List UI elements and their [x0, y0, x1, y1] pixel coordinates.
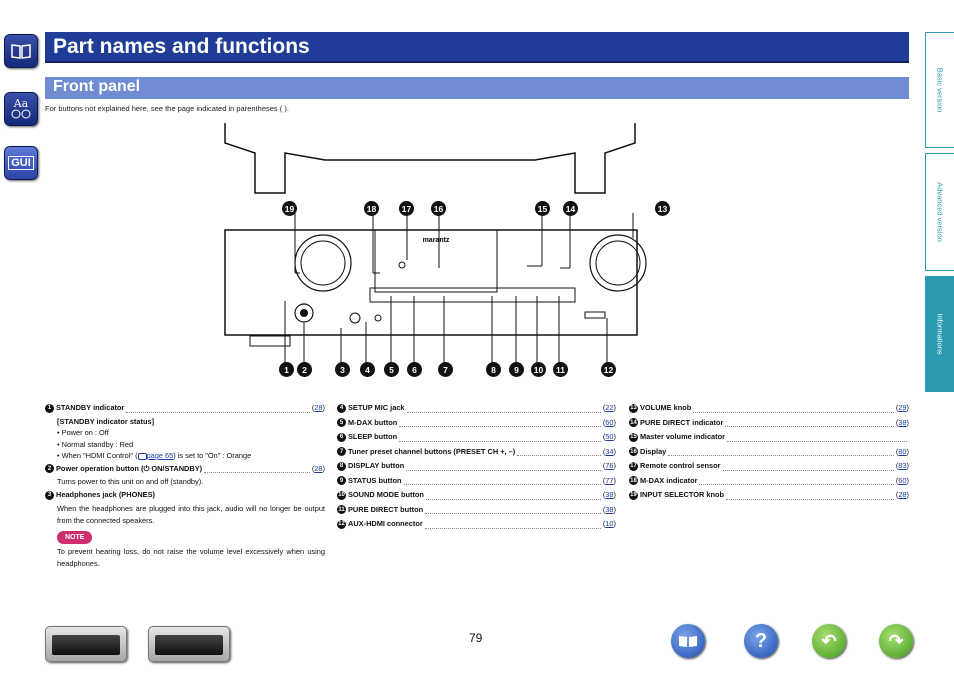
- callout-7: 7: [438, 362, 453, 377]
- list-item: 1 STANDBY indicator (28): [45, 401, 325, 416]
- section-title-bar: Front panel: [45, 77, 909, 99]
- page-link[interactable]: 76: [605, 461, 614, 470]
- callout-19: 19: [282, 201, 297, 216]
- tab-advanced-version[interactable]: Advanced version: [925, 153, 954, 271]
- page-link[interactable]: 77: [605, 475, 614, 485]
- page-link[interactable]: 38: [605, 490, 614, 499]
- intro-text: For buttons not explained here, see the …: [45, 104, 289, 113]
- help-question-icon[interactable]: ?: [744, 624, 778, 658]
- font-size-icon[interactable]: Aa: [4, 92, 38, 126]
- callout-14: 14: [563, 201, 578, 216]
- page-link[interactable]: 10: [605, 519, 614, 528]
- section-title: Front panel: [53, 78, 141, 95]
- page-title-bar: Part names and functions: [45, 32, 909, 63]
- page-link[interactable]: 28: [314, 463, 323, 473]
- page-link[interactable]: 28: [898, 490, 907, 499]
- page-link[interactable]: 29: [898, 403, 907, 412]
- page-link[interactable]: 80: [898, 446, 907, 456]
- callout-16: 16: [431, 201, 446, 216]
- manual-book-icon[interactable]: [4, 34, 38, 68]
- page-link[interactable]: 83: [898, 461, 907, 470]
- page-number: 79: [469, 631, 483, 645]
- reference-icon: [137, 452, 147, 460]
- list-item: 3 Headphones jack (PHONES): [45, 488, 325, 503]
- callout-1: 1: [279, 362, 294, 377]
- rear-panel-thumbnail-button[interactable]: [148, 626, 230, 662]
- page-link[interactable]: 38: [605, 504, 614, 514]
- callout-17: 17: [399, 201, 414, 216]
- front-panel-thumbnail-button[interactable]: [45, 626, 127, 662]
- tab-informations[interactable]: Informations: [925, 276, 954, 392]
- page-link[interactable]: 34: [605, 446, 614, 456]
- front-panel-illustration: marantz: [224, 123, 647, 363]
- list-item: 2 Power operation button (⏻ ON/STANDBY) …: [45, 462, 325, 477]
- callout-10: 10: [531, 362, 546, 377]
- page-link[interactable]: 60: [898, 475, 907, 485]
- tab-basic-version[interactable]: Basic version: [925, 32, 954, 148]
- callout-13: 13: [655, 201, 670, 216]
- callout-9: 9: [509, 362, 524, 377]
- contents-book-icon[interactable]: [671, 624, 705, 658]
- description-column-1: 1 STANDBY indicator (28) [STANDBY indica…: [45, 401, 325, 570]
- callout-8: 8: [486, 362, 501, 377]
- brand-text: marantz: [423, 237, 450, 244]
- callout-2: 2: [297, 362, 312, 377]
- page-link[interactable]: 38: [898, 417, 907, 427]
- callout-11: 11: [553, 362, 568, 377]
- callout-6: 6: [407, 362, 422, 377]
- page-link[interactable]: page 65: [146, 451, 174, 460]
- page-link[interactable]: 22: [605, 403, 614, 412]
- forward-arrow-icon[interactable]: ↷: [879, 624, 913, 658]
- page-link[interactable]: 50: [605, 432, 614, 441]
- callout-4: 4: [360, 362, 375, 377]
- page-link[interactable]: 60: [605, 417, 614, 427]
- back-arrow-icon[interactable]: ↶: [812, 624, 846, 658]
- callout-3: 3: [335, 362, 350, 377]
- callout-15: 15: [535, 201, 550, 216]
- callout-5: 5: [384, 362, 399, 377]
- page-title: Part names and functions: [53, 35, 310, 58]
- note-badge: NOTE: [57, 530, 93, 544]
- note-text: To prevent hearing loss, do not raise th…: [57, 546, 325, 568]
- page-link[interactable]: 28: [314, 403, 323, 412]
- gui-icon[interactable]: GUI: [4, 146, 38, 180]
- callout-18: 18: [364, 201, 379, 216]
- callout-12: 12: [601, 362, 616, 377]
